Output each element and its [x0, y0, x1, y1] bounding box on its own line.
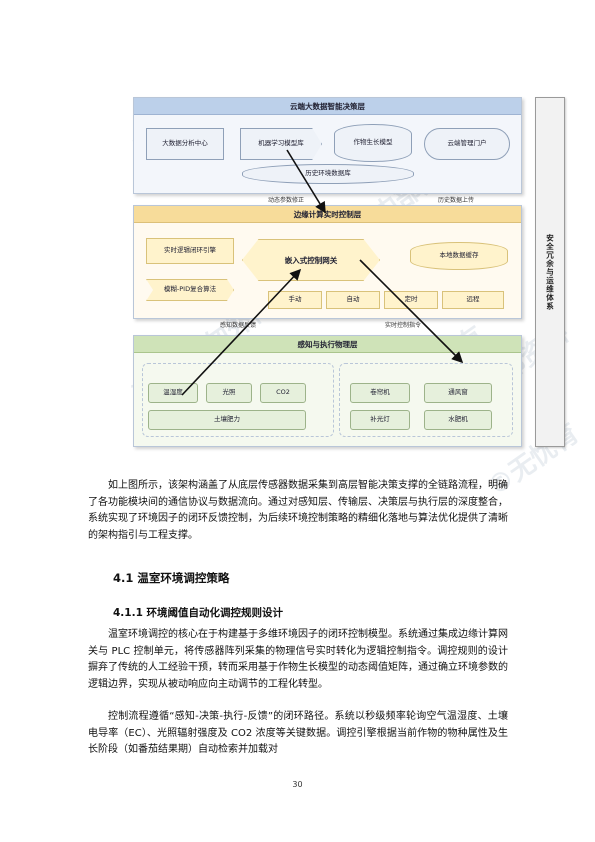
- cloud-layer-title: 云端大数据智能决策层: [290, 102, 365, 111]
- architecture-diagram: 云端大数据智能决策层 大数据分析中心 机器学习模型库 作物生长模型 云端管理门户…: [133, 97, 565, 447]
- security-side-panel-label: 安全冗余与运维体系: [545, 233, 555, 311]
- paragraph-diagram-description: 如上图所示，该架构涵盖了从底层传感器数据采集到高层智能决策支撑的全链路流程，明确…: [88, 480, 508, 541]
- actuator-roller: 卷帘机: [350, 383, 410, 403]
- sensor-light: 光照: [206, 383, 252, 403]
- local-cache-box: 本地数据缓存: [410, 242, 508, 270]
- realtime-cmd-label: 实时控制指令: [385, 322, 422, 329]
- embedded-gateway-box: 嵌入式控制网关: [242, 239, 380, 281]
- sensor-soil-fertility: 土壤肥力: [148, 410, 306, 430]
- section-heading-4-1: 4.1 温室环境调控策略: [113, 571, 230, 585]
- actuator-fertigation: 水肥机: [424, 410, 492, 430]
- physical-layer-title: 感知与执行物理层: [297, 340, 358, 349]
- security-side-panel: 安全冗余与运维体系: [535, 97, 565, 447]
- actuator-vent-window: 通风窗: [424, 383, 492, 403]
- mode-manual-button: 手动: [268, 291, 322, 309]
- mode-auto-button: 自动: [326, 291, 380, 309]
- big-data-center-box: 大数据分析中心: [146, 128, 224, 160]
- history-env-db-box: 历史环境数据库: [242, 164, 414, 184]
- realtime-logic-engine-box: 实时逻辑闭环引擎: [146, 238, 234, 264]
- mode-timed-button: 定时: [384, 291, 438, 309]
- flow-arrows: [181, 149, 464, 396]
- arrow-sensors-to-gateway: [181, 268, 302, 396]
- actuator-grow-light: 补光灯: [350, 410, 410, 430]
- sensor-co2: CO2: [260, 383, 306, 403]
- cloud-layer: 云端大数据智能决策层 大数据分析中心 机器学习模型库 作物生长模型 云端管理门户…: [133, 97, 522, 194]
- section-heading-4-1-1: 4.1.1 环境阈值自动化调控规则设计: [113, 607, 284, 619]
- paragraph-control-core: 温室环境调控的核心在于构建基于多维环境因子的闭环控制模型。系统通过集成边缘计算网…: [88, 629, 508, 690]
- sensing-feedback-label: 感知数据反馈: [220, 322, 257, 329]
- ml-model-library-box: 机器学习模型库: [240, 128, 322, 160]
- arrow-gateway-to-actuators: [359, 259, 464, 364]
- crop-growth-model-box: 作物生长模型: [334, 124, 412, 162]
- arrow-cloud-to-gateway: [286, 149, 326, 214]
- sensor-temp-humidity: 温湿度: [148, 383, 198, 403]
- edge-layer: 边缘计算实时控制层 实时逻辑闭环引擎 模糊-PID复合算法 嵌入式控制网关 本地…: [133, 205, 522, 319]
- edge-layer-title: 边缘计算实时控制层: [293, 210, 362, 219]
- mode-remote-button: 远程: [442, 291, 504, 309]
- physical-layer: 感知与执行物理层 温湿度 光照 CO2 土壤肥力 卷帘机 通风窗 补光灯 水肥机: [133, 335, 522, 447]
- history-upload-label: 历史数据上传: [438, 197, 475, 204]
- paragraph-control-flow: 控制流程遵循“感知-决策-执行-反馈”的闭环路径。系统以秒级频率轮询空气温湿度、…: [88, 711, 508, 755]
- dynamic-param-label: 动态参数修正: [268, 197, 305, 204]
- cloud-portal-box: 云端管理门户: [424, 128, 510, 160]
- page-number: 30: [292, 780, 303, 789]
